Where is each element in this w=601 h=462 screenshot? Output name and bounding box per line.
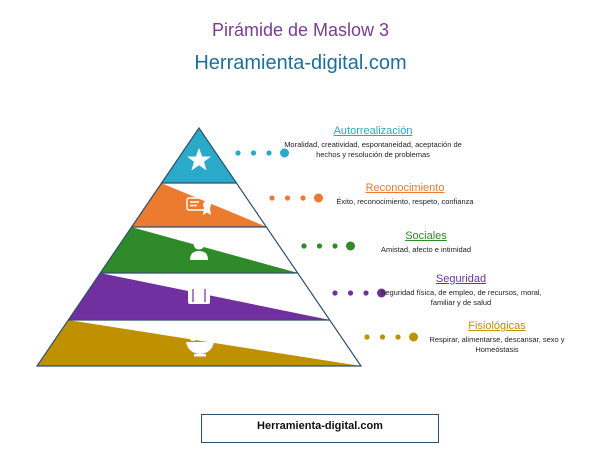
level-label-seguridad: Seguridad Seguridad física, de empleo, d… [366, 273, 556, 308]
connector-dot [377, 288, 386, 298]
level-band-sociales [100, 227, 298, 273]
diagram-subtitle: Herramienta-digital.com [194, 52, 407, 74]
diagram-title: Pirámide de Maslow 3 [211, 20, 390, 40]
connector-dot [280, 148, 289, 158]
diploma-icon [186, 197, 211, 215]
connector-dot [347, 290, 354, 296]
connector-dot [269, 195, 275, 201]
level-label-sociales: Sociales Amistad, afecto e intimidad [331, 230, 521, 255]
footer-website-box: Herramienta-digital.com [201, 414, 439, 443]
connector-dot [332, 243, 338, 249]
briefcase-icon [188, 281, 210, 304]
connector-dot [266, 150, 272, 156]
connector-dot [409, 332, 418, 342]
fruit-bowl-icon [186, 326, 214, 357]
connector-dot [250, 150, 257, 156]
level-heading: Sociales [405, 230, 447, 242]
connector-dot [300, 195, 306, 201]
level-description: Respirar, alimentarse, descansar, sexo y… [429, 335, 565, 354]
connector-dot [379, 334, 386, 340]
level-description: Moralidad, creatividad, espontaneidad, a… [284, 140, 462, 159]
level-heading: Autorrealización [333, 125, 413, 137]
connector-dot [316, 243, 323, 249]
connector-dot [363, 290, 369, 296]
level-description: Seguridad física, de empleo, de recursos… [380, 288, 542, 307]
level-band-reconocimiento [131, 183, 267, 227]
connector-dot [301, 243, 307, 249]
level-heading: Fisiológicas [468, 320, 526, 332]
connector-dot [364, 334, 370, 340]
level-label-reconocimiento: Reconocimiento Éxito, reconocimiento, re… [310, 182, 500, 207]
level-description: Amistad, afecto e intimidad [380, 245, 472, 254]
level-heading: Reconocimiento [365, 182, 445, 194]
connector-dot [332, 290, 338, 296]
level-heading: Seguridad [435, 273, 487, 285]
star-icon [187, 148, 211, 171]
person-chat-icon [190, 234, 210, 260]
level-label-fisiologicas: Fisiológicas Respirar, alimentarse, desc… [402, 320, 592, 355]
connector-dot [284, 195, 291, 201]
connector-dot [395, 334, 401, 340]
level-description: Éxito, reconocimiento, respeto, confianz… [336, 197, 474, 206]
level-label-autorrealizacion: Autorrealización Moralidad, creatividad,… [278, 125, 468, 160]
pyramid-outline [35, 126, 363, 367]
connector-dot [314, 193, 323, 203]
connector-dot [235, 150, 241, 156]
connector-dot [346, 241, 355, 251]
